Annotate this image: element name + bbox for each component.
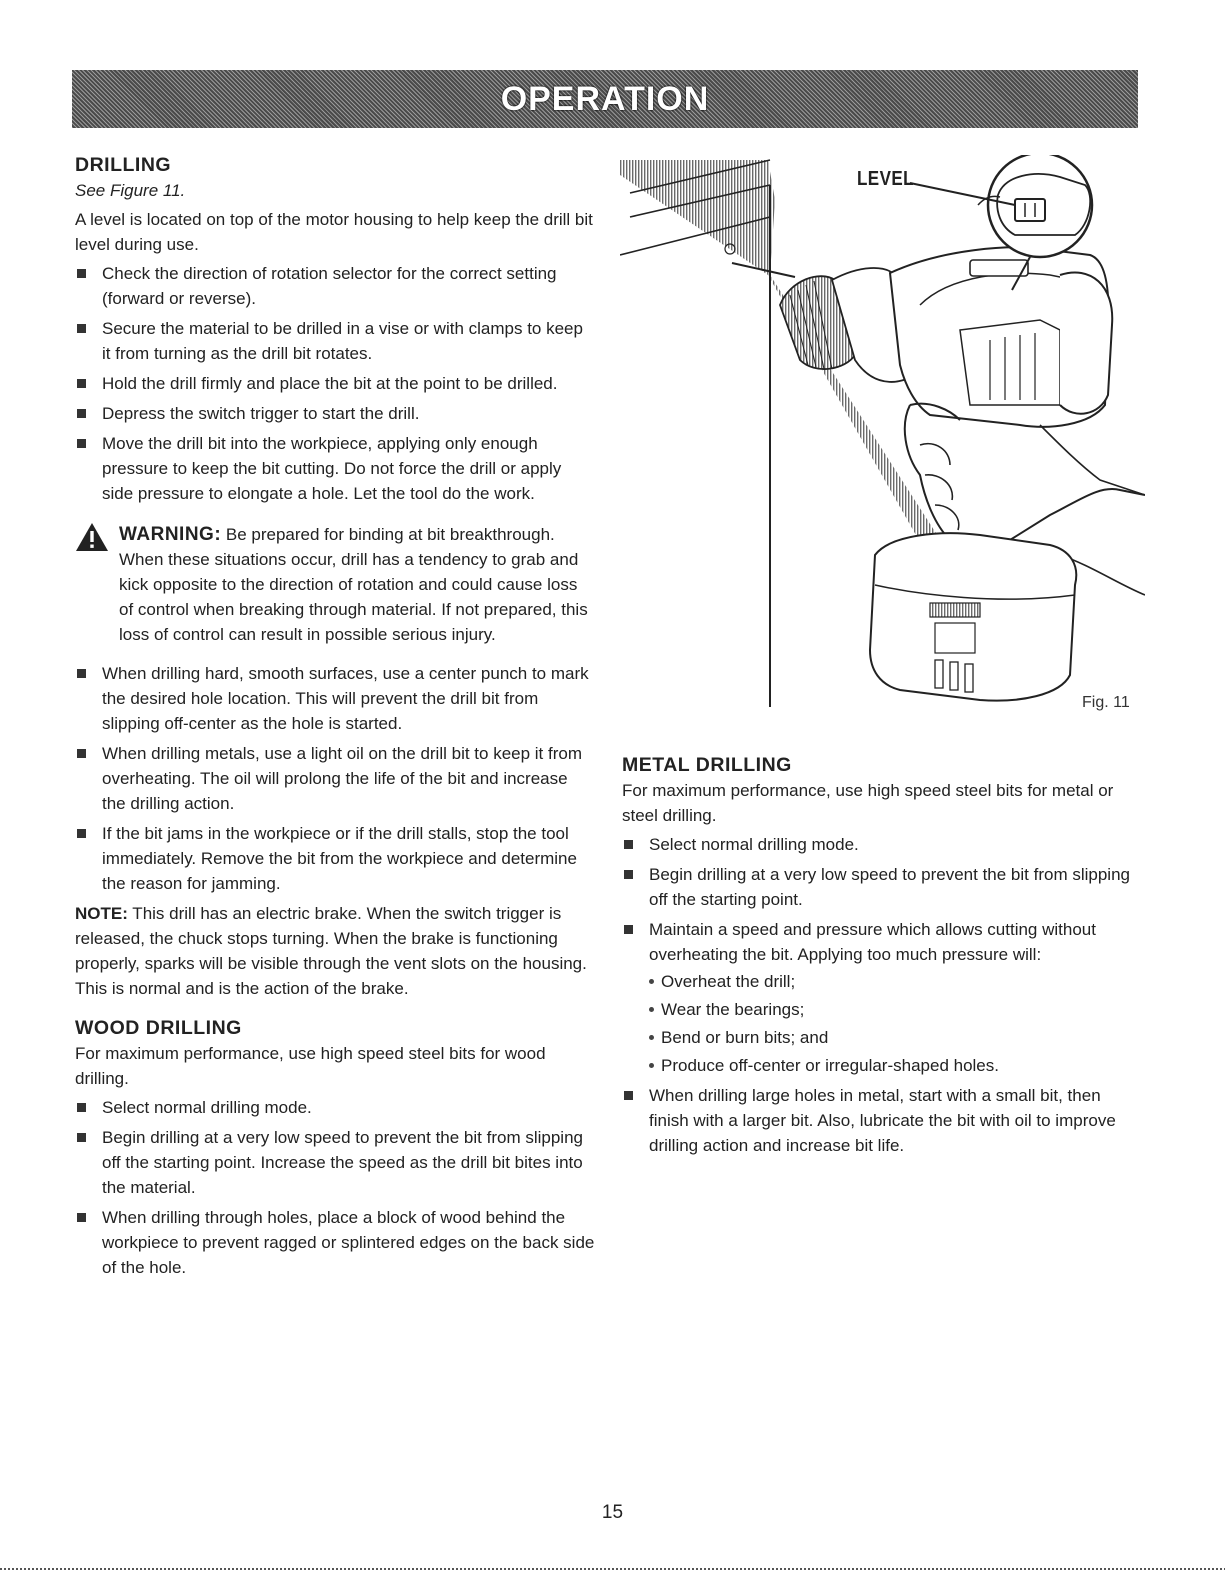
level-pointer-line [909,182,1016,206]
left-column: DRILLING See Figure 11. A level is locat… [75,152,595,1285]
list-item: Select normal drilling mode. [622,832,1142,857]
right-column: METAL DRILLING For maximum performance, … [622,752,1142,1163]
list-item: Depress the switch trigger to start the … [75,401,595,426]
figure-reference: See Figure 11. [75,181,186,200]
square-bullet-icon [77,269,86,278]
bottom-divider [0,1568,1225,1570]
list-item: Wear the bearings; [649,997,1142,1022]
list-item: When drilling hard, smooth surfaces, use… [75,661,595,736]
wood-drilling-heading: WOOD DRILLING [75,1017,242,1039]
section-banner: OPERATION [72,70,1138,128]
square-bullet-icon [624,925,633,934]
wood-drilling-steps: Select normal drilling mode. Begin drill… [75,1095,595,1280]
square-bullet-icon [624,1091,633,1100]
warning-block: WARNING: Be prepared for binding at bit … [75,522,595,647]
list-item: Bend or burn bits; and [649,1025,1142,1050]
dot-bullet-icon [649,1063,654,1068]
level-label: LEVEL [857,168,914,190]
list-item: Maintain a speed and pressure which allo… [622,917,1142,1078]
square-bullet-icon [77,669,86,678]
square-bullet-icon [624,840,633,849]
square-bullet-icon [77,749,86,758]
callout-leader-line [1011,256,1031,291]
drilling-steps: Check the direction of rotation selector… [75,261,595,506]
metal-drilling-intro: For maximum performance, use high speed … [622,781,1114,825]
figure-caption: Fig. 11 [1082,694,1130,711]
dot-bullet-icon [649,1035,654,1040]
square-bullet-icon [77,829,86,838]
square-bullet-icon [77,324,86,333]
square-bullet-icon [77,409,86,418]
warning-label: WARNING: [119,524,222,545]
metal-drilling-steps: Select normal drilling mode. Begin drill… [622,832,1142,1158]
square-bullet-icon [77,439,86,448]
square-bullet-icon [77,1213,86,1222]
warning-triangle-icon [76,523,108,551]
page-number: 15 [601,1502,624,1523]
list-item: Produce off-center or irregular-shaped h… [649,1053,1142,1078]
list-item: When drilling through holes, place a blo… [75,1205,595,1280]
square-bullet-icon [77,1103,86,1112]
square-bullet-icon [77,1133,86,1142]
list-item: When drilling metals, use a light oil on… [75,741,595,816]
note-label: NOTE: [75,904,128,923]
drill-illustration [620,155,1145,707]
list-item: If the bit jams in the workpiece or if t… [75,821,595,896]
list-item: Begin drilling at a very low speed to pr… [75,1125,595,1200]
list-item: Overheat the drill; [649,969,1142,994]
square-bullet-icon [624,870,633,879]
dot-bullet-icon [649,979,654,984]
list-item: When drilling large holes in metal, star… [622,1083,1142,1158]
list-item: Move the drill bit into the workpiece, a… [75,431,595,506]
section-title: OPERATION [500,79,710,118]
note-paragraph: NOTE: This drill has an electric brake. … [75,901,595,1001]
wood-drilling-intro: For maximum performance, use high speed … [75,1044,546,1088]
square-bullet-icon [77,379,86,388]
list-item: Secure the material to be drilled in a v… [75,316,595,366]
list-item: Check the direction of rotation selector… [75,261,595,311]
note-text: This drill has an electric brake. When t… [75,904,587,998]
drilling-intro: A level is located on top of the motor h… [75,210,593,254]
warning-text: Be prepared for binding at bit breakthro… [119,525,588,644]
level-window [969,259,1029,277]
level-bubble-icon [1014,198,1046,222]
metal-drilling-heading: METAL DRILLING [622,754,792,776]
drilling-tips: When drilling hard, smooth surfaces, use… [75,661,595,896]
drilling-heading: DRILLING [75,154,172,176]
list-item: Select normal drilling mode. [75,1095,595,1120]
list-item: Begin drilling at a very low speed to pr… [622,862,1142,912]
pressure-effects-list: Overheat the drill; Wear the bearings; B… [649,969,1142,1078]
drill-bit [731,262,796,278]
dot-bullet-icon [649,1007,654,1012]
list-item: Hold the drill firmly and place the bit … [75,371,595,396]
